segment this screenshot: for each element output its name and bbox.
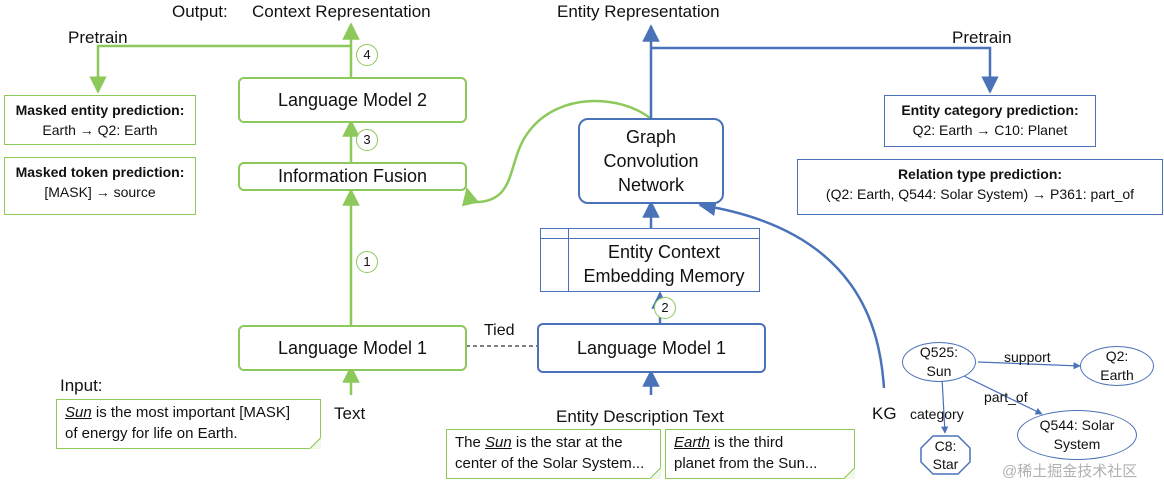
masked-entity-from: Earth xyxy=(42,122,76,138)
relation-type-from: (Q2: Earth, Q544: Solar System) xyxy=(825,186,1029,202)
language-model-2-label: Language Model 2 xyxy=(277,89,428,110)
desc-earth-line1: Earth is the third xyxy=(674,432,846,453)
desc-earth-post: is the third xyxy=(709,434,784,451)
relation-type-example: (Q2: Earth, Q544: Solar System) → P361: … xyxy=(798,184,1162,204)
memory-header-stripe xyxy=(541,229,759,239)
node-q2-label: Q2: Earth xyxy=(1100,348,1134,383)
input-line1: Sun is the most important [MASK] xyxy=(65,402,312,423)
desc-sun-line2: center of the Solar System... xyxy=(455,455,645,472)
arrow-gcn-to-fusion xyxy=(462,99,651,207)
edge-support-label: support xyxy=(1004,349,1051,365)
masked-token-example: [MASK] → source xyxy=(5,182,195,202)
gcn-line2: Convolution xyxy=(603,151,699,171)
masked-entity-arrow: → xyxy=(79,122,94,138)
memory-line2: Embedding Memory xyxy=(583,266,745,286)
memory-line1: Entity Context xyxy=(607,242,721,262)
edge-part-of xyxy=(961,374,1043,415)
memory-side-stripe xyxy=(568,229,569,291)
input-highlight-sun: Sun xyxy=(65,404,92,421)
masked-token-to: source xyxy=(113,184,156,200)
output-label: Output: xyxy=(172,2,228,21)
entity-category-from: Q2: Earth xyxy=(912,122,973,138)
desc-sun-post: is the star at the xyxy=(511,434,623,451)
desc-sun-pre: The xyxy=(455,434,486,451)
masked-entity-prediction-box: Masked entity prediction: Earth → Q2: Ea… xyxy=(4,95,196,145)
tied-label: Tied xyxy=(484,322,515,339)
desc-sun-highlight: Sun xyxy=(485,434,512,451)
node-c8-shape xyxy=(920,435,971,475)
description-sun-note: The Sun is the star at the center of the… xyxy=(446,429,661,479)
entity-representation-label: Entity Representation xyxy=(557,2,720,21)
step-2-circle: 2 xyxy=(654,297,676,319)
text-label: Text xyxy=(334,404,366,423)
language-model-2-box: Language Model 2 xyxy=(238,77,467,123)
masked-entity-example: Earth → Q2: Earth xyxy=(5,120,195,140)
language-model-1-right-box: Language Model 1 xyxy=(537,323,766,373)
input-line1-rest: is the most important [MASK] xyxy=(91,404,291,421)
input-text-note: Sun is the most important [MASK] of ener… xyxy=(56,399,321,449)
step-4-circle: 4 xyxy=(356,44,378,66)
arrow-pretrain-right xyxy=(651,46,999,94)
relation-type-to: P361: part_of xyxy=(1050,186,1135,202)
node-c8-label: C8: Star xyxy=(921,437,970,473)
graph-convolution-network-box: Graph Convolution Network xyxy=(578,118,724,204)
entity-category-title: Entity category prediction: xyxy=(901,102,1079,118)
entity-category-arrow: → xyxy=(976,122,991,138)
node-q544: Q544: Solar System xyxy=(1017,410,1137,460)
input-line2: of energy for life on Earth. xyxy=(65,425,238,442)
edge-part-of-label: part_of xyxy=(984,389,1028,405)
masked-token-arrow: → xyxy=(95,184,110,200)
masked-entity-to: Q2: Earth xyxy=(97,122,158,138)
information-fusion-box: Information Fusion xyxy=(238,162,467,191)
step-3-circle: 3 xyxy=(356,129,378,151)
entity-category-example: Q2: Earth → C10: Planet xyxy=(885,120,1095,140)
entity-category-prediction-box: Entity category prediction: Q2: Earth → … xyxy=(884,95,1096,147)
pretrain-left-label: Pretrain xyxy=(68,28,128,47)
edge-category xyxy=(941,377,949,434)
node-q2: Q2: Earth xyxy=(1080,346,1154,386)
input-label: Input: xyxy=(60,376,103,395)
node-c8-text: C8: Star xyxy=(932,438,959,472)
edge-category-label: category xyxy=(910,406,964,422)
desc-sun-line1: The Sun is the star at the xyxy=(455,432,652,453)
node-q525: Q525: Sun xyxy=(902,342,976,382)
gcn-line3: Network xyxy=(617,175,684,195)
masked-entity-title: Masked entity prediction: xyxy=(15,102,185,118)
context-representation-label: Context Representation xyxy=(252,2,431,21)
entity-description-label: Entity Description Text xyxy=(556,407,724,426)
language-model-1-left-box: Language Model 1 xyxy=(238,325,467,371)
relation-type-title: Relation type prediction: xyxy=(897,166,1063,182)
masked-token-from: [MASK] xyxy=(44,184,92,200)
arrow-pretrain-left xyxy=(89,44,351,94)
arrow-kg-to-gcn xyxy=(698,198,886,389)
relation-type-arrow: → xyxy=(1032,186,1047,202)
gcn-line1: Graph xyxy=(625,127,677,147)
edge-support xyxy=(977,361,1081,370)
watermark: @稀土掘金技术社区 xyxy=(1002,463,1138,480)
memory-label: Entity Context Embedding Memory xyxy=(569,240,759,288)
description-earth-note: Earth is the third planet from the Sun..… xyxy=(665,429,855,479)
information-fusion-label: Information Fusion xyxy=(277,166,428,186)
kg-label: KG xyxy=(872,404,897,423)
step-1-circle: 1 xyxy=(356,251,378,273)
entity-context-memory-box: Entity Context Embedding Memory xyxy=(540,228,760,292)
pretrain-right-label: Pretrain xyxy=(952,28,1012,47)
entity-category-to: C10: Planet xyxy=(994,122,1068,138)
language-model-1-left-label: Language Model 1 xyxy=(277,337,428,358)
language-model-1-right-label: Language Model 1 xyxy=(576,337,727,358)
node-q544-label: Q544: Solar System xyxy=(1039,417,1115,452)
relation-type-prediction-box: Relation type prediction: (Q2: Earth, Q5… xyxy=(797,159,1163,215)
node-q525-label: Q525: Sun xyxy=(919,344,959,379)
masked-token-prediction-box: Masked token prediction: [MASK] → source xyxy=(4,157,196,215)
desc-earth-highlight: Earth xyxy=(674,434,710,451)
desc-earth-line2: planet from the Sun... xyxy=(674,455,818,472)
masked-token-title: Masked token prediction: xyxy=(15,164,185,180)
